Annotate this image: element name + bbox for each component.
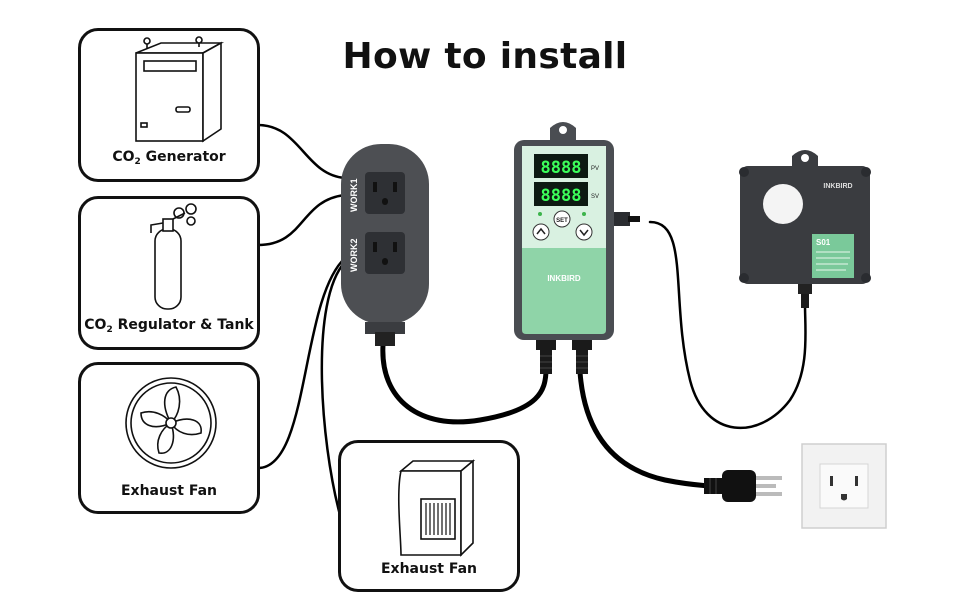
- power-plug-icon: [704, 470, 782, 502]
- wire-power-cord: [577, 369, 713, 489]
- sv-display: 8888: [541, 186, 582, 206]
- down-button[interactable]: [575, 223, 593, 241]
- exhaust-fan-label-2: Exhaust Fan: [380, 561, 478, 577]
- wire-sensor: [648, 220, 807, 430]
- outlet-label-work1: WORK1: [349, 179, 359, 213]
- pv-display: 8888: [541, 158, 582, 178]
- outlet-work1: [365, 172, 405, 214]
- pv-label: PV: [591, 166, 599, 172]
- wall-outlet-icon: [801, 443, 887, 529]
- exhaust-fan-icon: [125, 377, 217, 469]
- outlet-work2: [365, 232, 405, 274]
- controller-brand: INKBIRD: [547, 274, 581, 283]
- co2-generator-icon: [135, 36, 225, 143]
- wire-exhaust-fan-1: [256, 256, 347, 470]
- sv-label: SV: [591, 194, 599, 200]
- exhaust-box-fan-icon: [397, 459, 476, 557]
- co2-generator-box: CO2 Generator: [78, 28, 260, 182]
- set-button[interactable]: SET: [553, 210, 571, 228]
- wire-co2-generator: [256, 123, 347, 180]
- wire-strip-to-controller: [380, 342, 549, 425]
- co2-tank-icon: [150, 203, 197, 310]
- exhaust-fan-box-1: Exhaust Fan: [78, 362, 260, 514]
- wire-exhaust-fan-2: [320, 260, 347, 517]
- svg-text:SET: SET: [556, 218, 568, 224]
- sensor-model: S01: [816, 238, 831, 247]
- co2-sensor: INKBIRD S01: [739, 150, 871, 308]
- outlet-label-work2: WORK2: [349, 239, 359, 273]
- up-button[interactable]: [532, 223, 550, 241]
- wire-co2-regulator: [256, 193, 347, 247]
- co2-generator-label: CO2 Generator: [112, 149, 226, 167]
- exhaust-fan-box-2: Exhaust Fan: [338, 440, 520, 592]
- co2-regulator-label: CO2 Regulator & Tank: [84, 317, 254, 335]
- exhaust-fan-label-1: Exhaust Fan: [120, 483, 218, 499]
- temperature-controller: 8888 8888 PV SV SET INKBIRD: [514, 122, 640, 374]
- sensor-brand: INKBIRD: [823, 183, 852, 190]
- power-strip: WORK1 WORK2: [341, 144, 429, 346]
- page-title: How to install: [342, 36, 628, 77]
- co2-regulator-box: CO2 Regulator & Tank: [78, 196, 260, 350]
